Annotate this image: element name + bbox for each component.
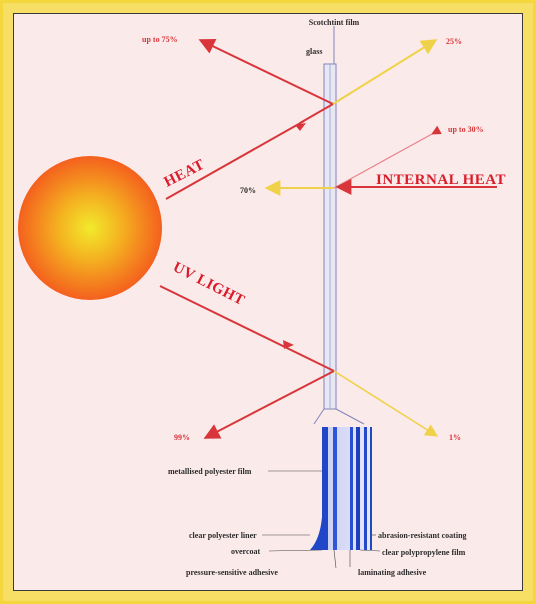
uv-ray [159,285,335,372]
internal-heat-transmitted-label: 70% [240,186,256,195]
heat-transmitted-arrow [332,39,438,105]
film-cross-section [310,427,372,550]
layer-label-metallised-polyester-film: metallised polyester film [168,467,252,476]
uv-light-label: UV LIGHT [170,259,247,309]
heat-label: HEAT [162,157,208,191]
internal-heat-label: INTERNAL HEAT [376,172,506,188]
layer-label-laminating-adhesive: laminating adhesive [358,568,427,577]
heat-ray [165,103,334,200]
scotchtint-film-label: Scotchtint film [309,18,360,27]
layer-leader-lines [262,470,381,569]
layer-label-clear-polypropylene-film: clear polypropylene film [382,548,466,557]
layer-label-abrasion-resistant-coating: abrasion-resistant coating [378,531,467,540]
outer-frame: Scotchtint film glass up to 75% 25% HEAT… [3,3,533,601]
layer-label-clear-polyester-liner: clear polyester liner [189,531,257,540]
zoom-lines [313,408,365,425]
uv-reflected-arrow [203,370,335,439]
heat-reflected-arrow [198,39,334,105]
heat-reflected-label: up to 75% [142,35,178,44]
glass-label: glass [306,47,322,56]
glass-pane [323,26,337,410]
diagram-canvas: Scotchtint film glass up to 75% 25% HEAT… [18,18,506,577]
uv-transmitted-arrow [333,370,439,437]
uv-reflected-label: 99% [174,433,190,442]
layer-label-overcoat: overcoat [231,547,261,556]
uv-transmitted-label: 1% [449,433,461,442]
heat-transmitted-label: 25% [446,37,462,46]
layer-label-pressure-sensitive-adhesive: pressure-sensitive adhesive [186,568,278,577]
internal-heat-reflected-label: up to 30% [448,125,484,134]
diagram-panel: Scotchtint film glass up to 75% 25% HEAT… [13,13,523,591]
sun-icon [18,156,162,300]
